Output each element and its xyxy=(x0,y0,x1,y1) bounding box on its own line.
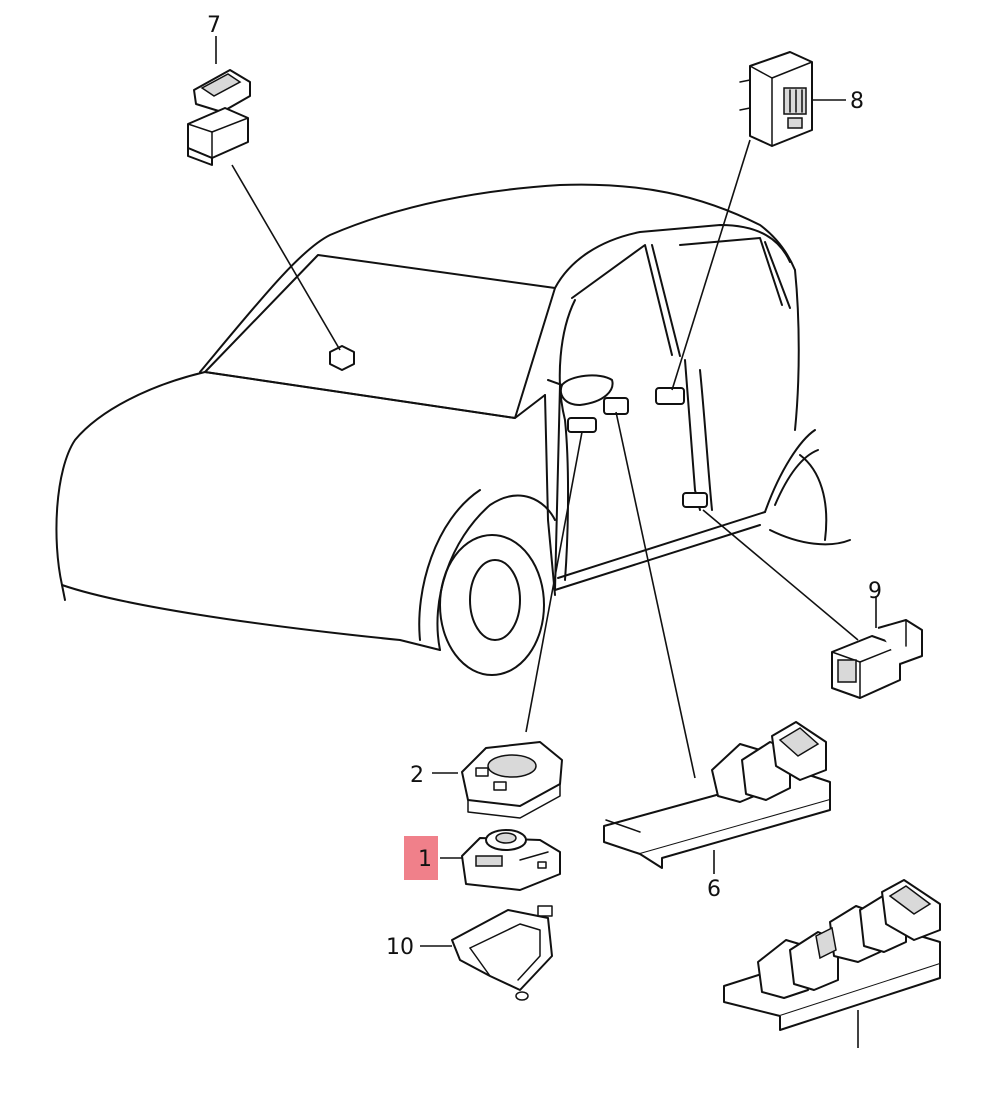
marker-door-switch-front xyxy=(603,397,629,415)
callout-labels: 1 2 6 7 8 9 10 xyxy=(207,13,882,960)
callout-1: 1 xyxy=(418,847,432,872)
part-2-mirror-switch-cover xyxy=(461,741,563,819)
switch-location-markers xyxy=(329,345,708,508)
part-10-bracket xyxy=(451,905,553,1001)
leader-lines xyxy=(215,36,877,1048)
part-1-mirror-switch xyxy=(404,829,561,891)
callout-1-highlight xyxy=(404,836,438,880)
window-switch-panel-4-button xyxy=(723,879,941,1031)
callout-9: 9 xyxy=(868,579,882,604)
callout-6: 6 xyxy=(707,877,721,902)
part-9-fuel-flap-switch xyxy=(831,619,923,699)
callout-7: 7 xyxy=(207,13,221,38)
callout-2: 2 xyxy=(410,763,424,788)
marker-fuel-flap-switch xyxy=(682,492,708,508)
part-6-window-switch-panel xyxy=(603,721,831,869)
marker-door-switch-rear xyxy=(655,387,685,405)
marker-headlight-switch xyxy=(329,345,355,371)
marker-mirror-switch xyxy=(567,417,597,433)
part-7-headlight-switch xyxy=(187,69,251,166)
car-outline xyxy=(55,183,851,676)
callout-10: 10 xyxy=(386,935,414,960)
part-8-door-switch xyxy=(739,51,813,147)
callout-8: 8 xyxy=(850,89,864,114)
